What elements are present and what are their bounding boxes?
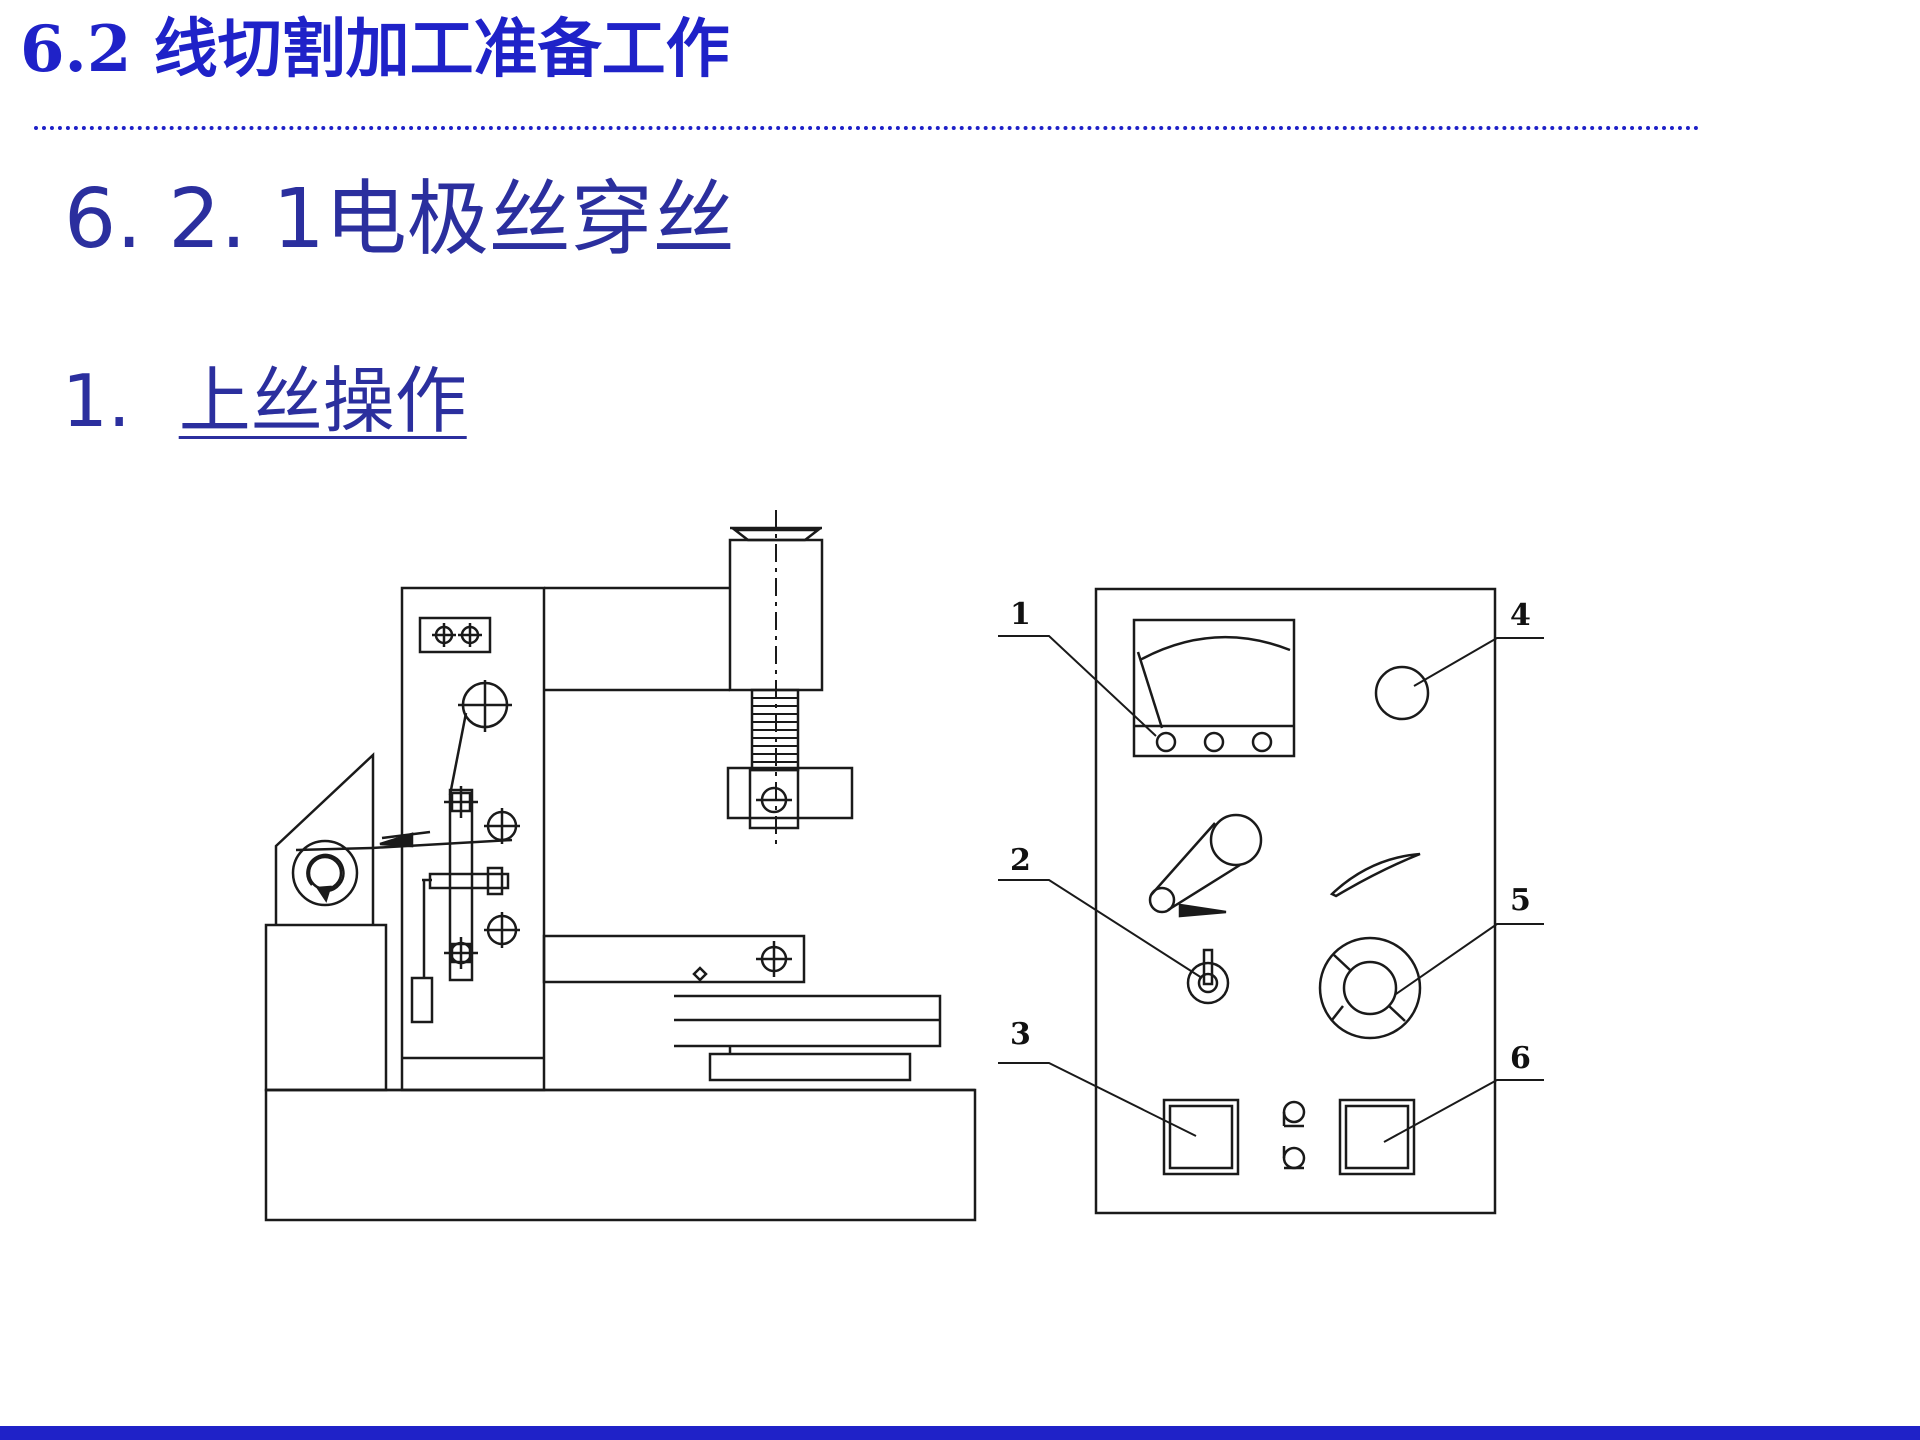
callout-label-4: 4	[1510, 598, 1531, 633]
slide-title: 6.2 线切割加工准备工作	[20, 12, 730, 87]
step-number: 1.	[62, 359, 131, 443]
control-cabinet-drawing	[998, 587, 1544, 1215]
callout-label-6: 6	[1510, 1041, 1531, 1076]
machine-drawing	[264, 510, 977, 1222]
callout-label-2: 2	[1010, 843, 1031, 878]
step-heading: 1. 上丝操作	[62, 356, 467, 446]
callout-label-3: 3	[1010, 1017, 1031, 1052]
section-heading: 6. 2. 1电极丝穿丝	[64, 172, 735, 267]
bottom-bar	[0, 1426, 1920, 1440]
callout-label-1: 1	[1010, 597, 1031, 632]
callout-label-5: 5	[1510, 883, 1531, 918]
step-text: 上丝操作	[178, 359, 467, 443]
title-divider	[34, 126, 1700, 130]
